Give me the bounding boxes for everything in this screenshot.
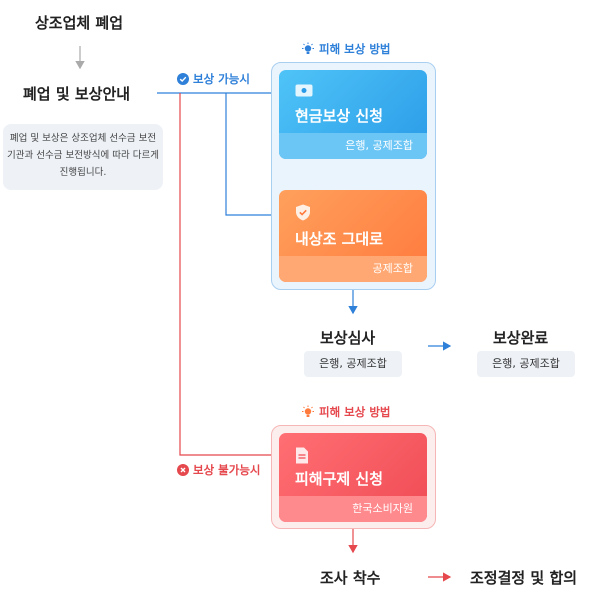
branch-no-badge: 보상 불가능시: [177, 462, 260, 478]
check-circle-icon: [177, 73, 189, 85]
lightbulb-icon: [302, 405, 314, 417]
keep-card-sub: 공제조합: [279, 256, 427, 282]
document-icon: [296, 447, 308, 464]
cash-card-title: 현금보상 신청: [295, 107, 384, 125]
relief-card-title: 피해구제 신청: [295, 470, 384, 488]
red-group-header-label: 피해 보상 방법: [319, 405, 391, 419]
relief-card-sub: 한국소비자원: [279, 496, 427, 522]
keep-sangjo-card[interactable]: 내상조 그대로 공제조합: [279, 190, 427, 282]
lightbulb-icon: [302, 42, 314, 54]
investigate-title: 조사 착수: [320, 569, 381, 587]
cash-compensation-card[interactable]: 현금보상 신청 은행, 공제조합: [279, 70, 427, 159]
cash-card-sub: 은행, 공제조합: [279, 133, 427, 159]
arrow-to-relief-card: [179, 93, 280, 460]
red-group-header: 피해 보상 방법: [301, 404, 391, 420]
mediation-title: 조정결정 및 합의: [470, 569, 578, 587]
blue-group-header-label: 피해 보상 방법: [319, 42, 391, 56]
blue-group-header: 피해 보상 방법: [301, 41, 391, 57]
guide-title: 폐업 및 보상안내: [23, 85, 131, 103]
branch-yes-label: 보상 가능시: [193, 72, 250, 86]
review-tag: 은행, 공제조합: [304, 351, 402, 377]
keep-card-title: 내상조 그대로: [295, 230, 384, 248]
review-title: 보상심사: [320, 329, 376, 347]
branch-yes-badge: 보상 가능시: [177, 71, 250, 87]
branch-no-label: 보상 불가능시: [193, 463, 261, 477]
relief-request-card[interactable]: 피해구제 신청 한국소비자원: [279, 433, 427, 522]
arrow-to-keep-card: [225, 93, 280, 220]
top-title: 상조업체 폐업: [35, 14, 124, 32]
shield-check-icon: [296, 204, 310, 221]
complete-tag: 은행, 공제조합: [477, 351, 575, 377]
complete-title: 보상완료: [493, 329, 549, 347]
x-circle-icon: [177, 464, 189, 476]
guide-note: 폐업 및 보상은 상조업체 선수금 보전 기관과 선수금 보전방식에 따라 다르…: [3, 124, 163, 190]
cash-icon: [295, 84, 313, 97]
